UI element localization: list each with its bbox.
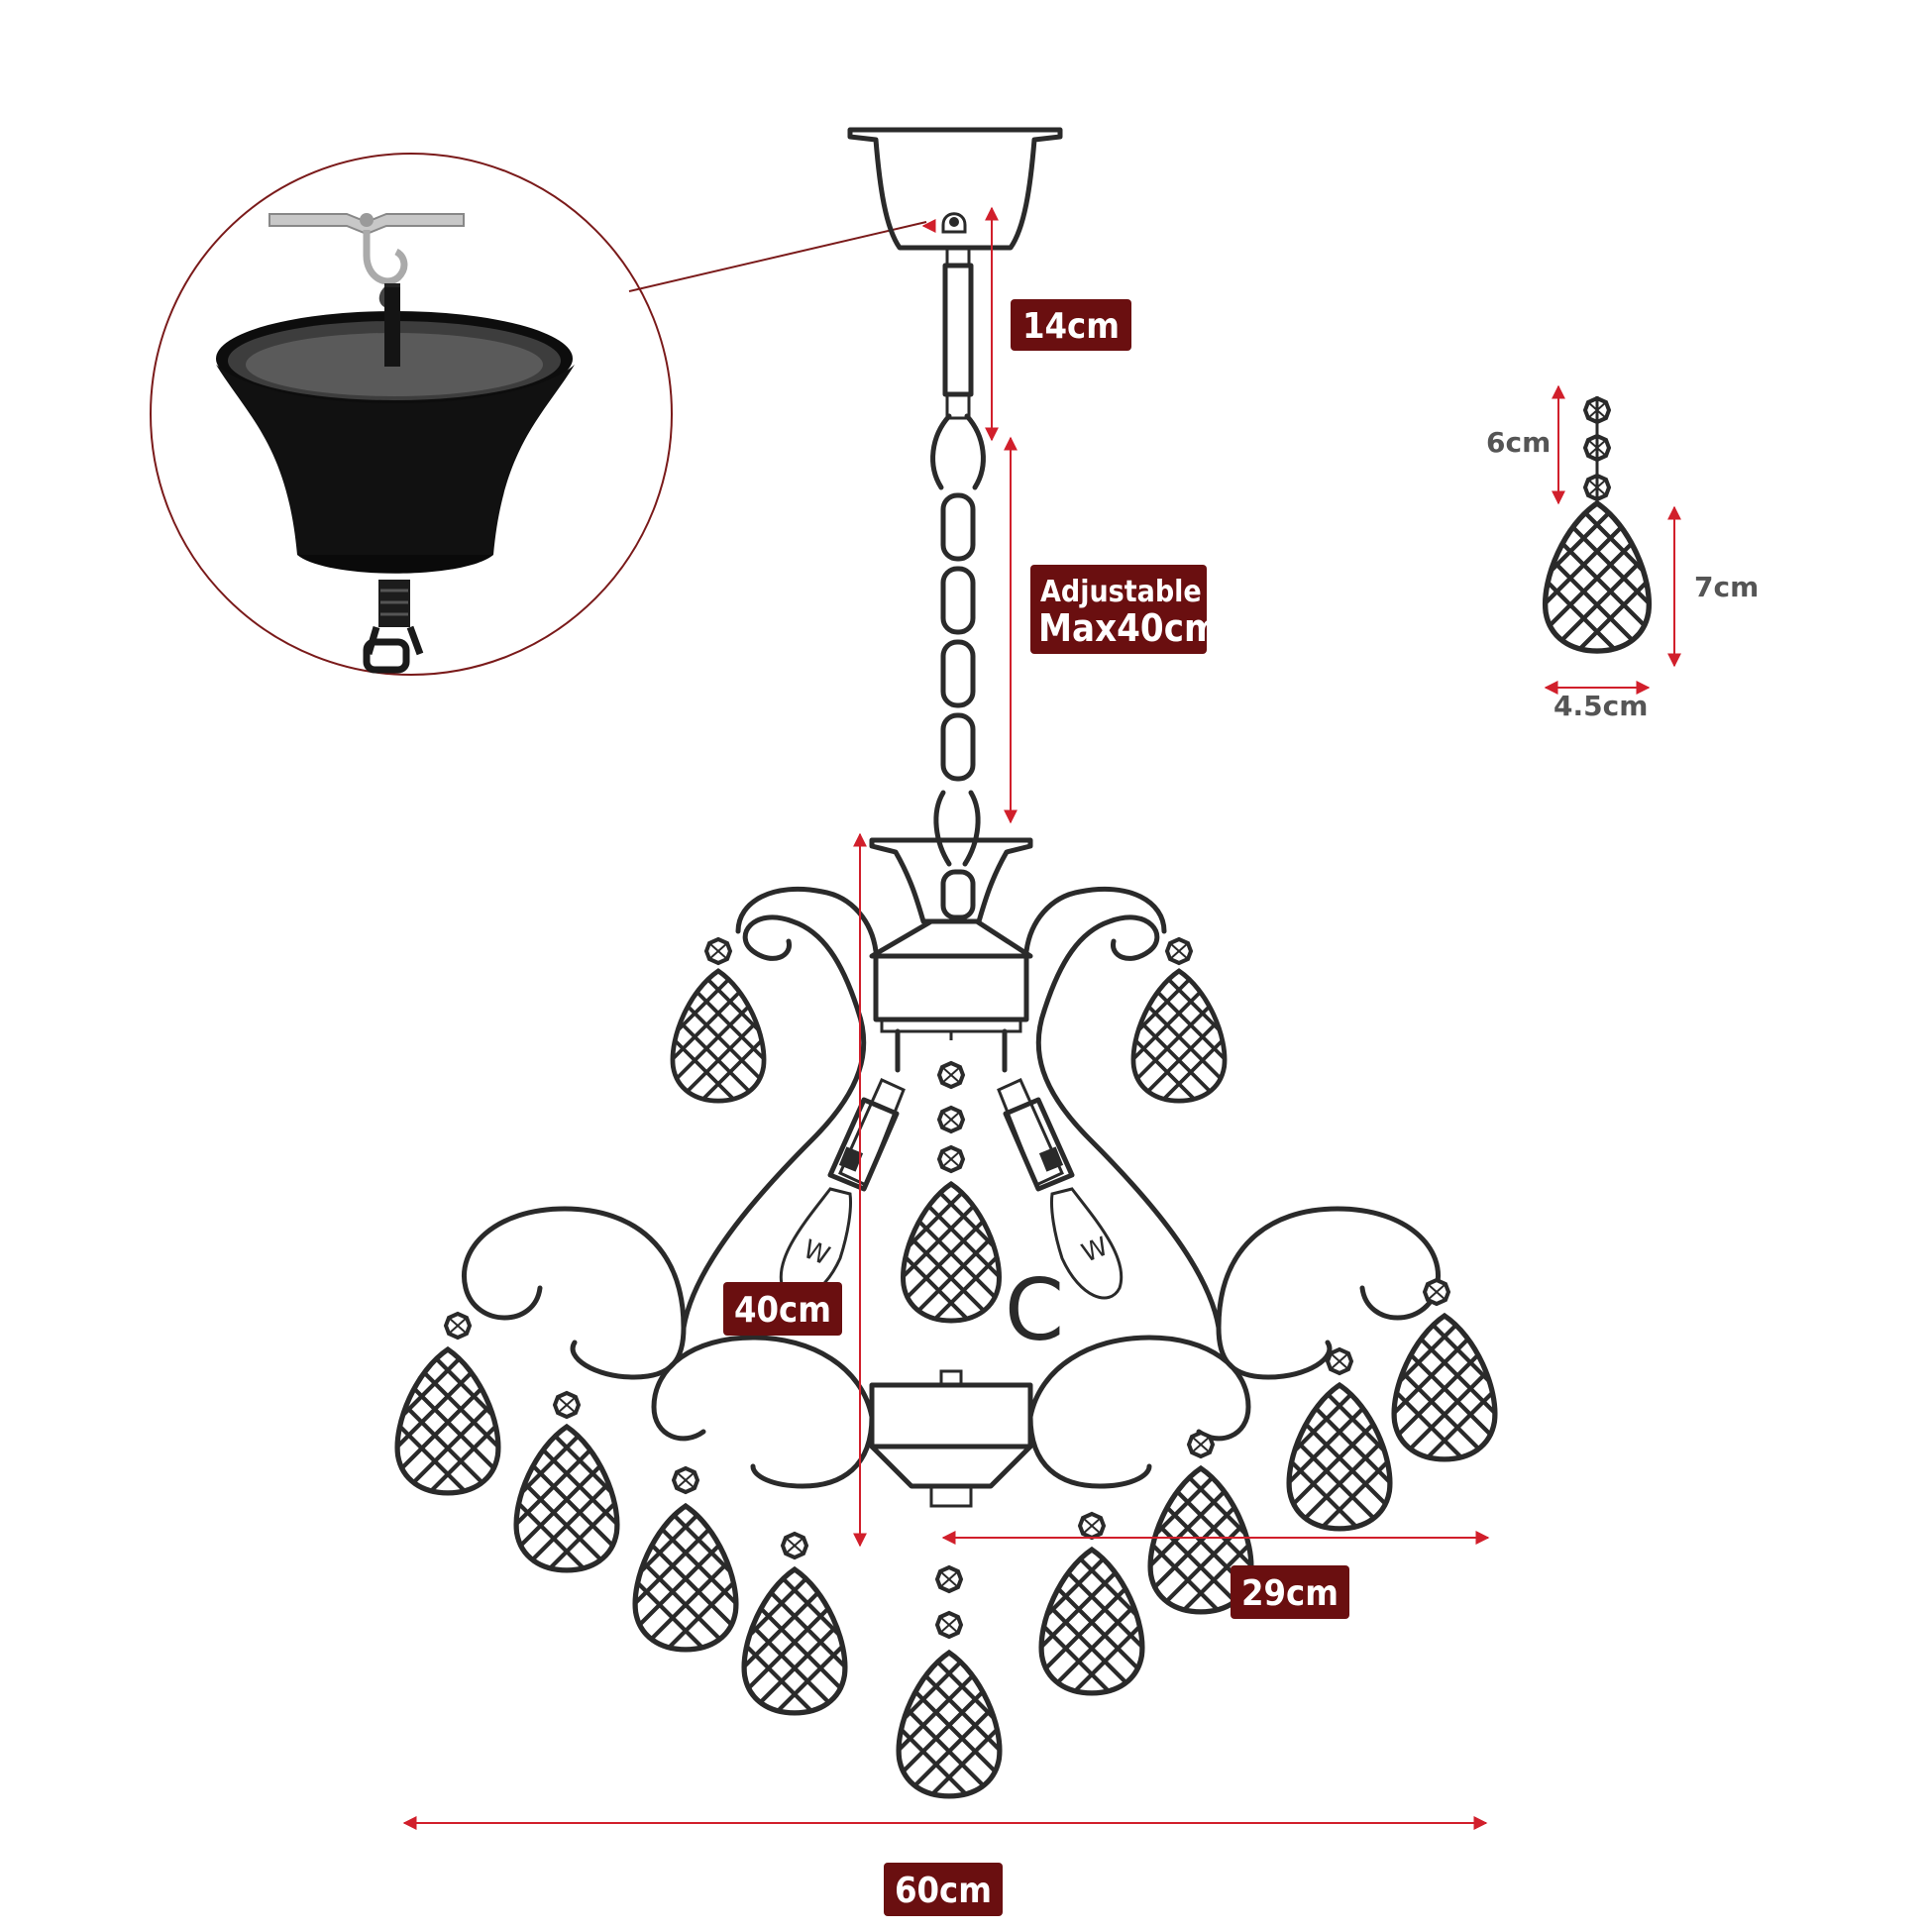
crystal-detail: 6cm 7cm 4.5cm xyxy=(1486,384,1759,722)
chandelier-drawing: W W C xyxy=(385,127,1507,1840)
label-chain-length: Adjustable Max40cm xyxy=(1030,565,1220,654)
candle-bulb-icon-left: W xyxy=(779,1078,906,1300)
svg-text:29cm: 29cm xyxy=(1241,1573,1339,1614)
crystal-drop-icon xyxy=(732,1528,857,1757)
crystal-drop-icon xyxy=(892,1144,1011,1362)
crystal-chain-label: 6cm xyxy=(1486,426,1551,459)
crystal-drop-icon xyxy=(887,1611,1012,1840)
label-body-radius: 29cm xyxy=(1231,1565,1349,1619)
dimension-lines xyxy=(402,206,1490,1830)
crystal-drop-icon xyxy=(504,1385,629,1614)
chain xyxy=(930,413,986,920)
svg-text:40cm: 40cm xyxy=(734,1290,831,1331)
crystal-height-label: 7cm xyxy=(1694,571,1759,603)
crystal-drop-icon xyxy=(623,1464,748,1693)
canopy-detail-inset xyxy=(150,153,927,676)
svg-text:Adjustable: Adjustable xyxy=(1040,575,1202,609)
crystal-drop-icon xyxy=(1382,1274,1507,1503)
scroll-arms xyxy=(462,886,1441,1489)
ceiling-canopy-icon xyxy=(216,283,575,674)
label-body-height: 40cm xyxy=(723,1282,842,1336)
label-total-width: 60cm xyxy=(884,1863,1003,1916)
crystal-drop-icon xyxy=(385,1308,510,1537)
label-rod-length: 14cm xyxy=(1011,299,1131,351)
inset-pointer-line xyxy=(628,221,927,292)
bulb-left-mark: W xyxy=(799,1234,833,1271)
crystal-drop-icon xyxy=(1029,1508,1154,1737)
crystal-width-label: 4.5cm xyxy=(1553,690,1648,722)
svg-text:14cm: 14cm xyxy=(1022,306,1120,347)
svg-text:60cm: 60cm xyxy=(895,1871,992,1911)
body-letter: C xyxy=(1005,1261,1064,1360)
svg-text:Max40cm: Max40cm xyxy=(1038,606,1220,650)
crystal-drop-icon xyxy=(1138,1427,1263,1656)
